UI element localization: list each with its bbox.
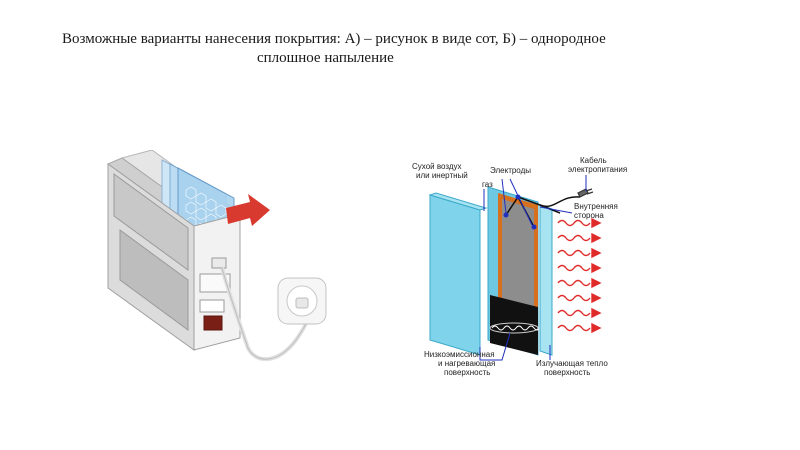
- wall-socket: [277, 277, 327, 325]
- label-dry-air-3: газ: [482, 180, 493, 189]
- label-lowe-3: поверхность: [444, 368, 490, 377]
- outer-glass: [429, 194, 481, 356]
- spacer-block: [490, 295, 538, 355]
- title-line-1: Возможные варианты нанесения покрытия: А…: [62, 31, 606, 47]
- label-electrodes: Электроды: [490, 166, 531, 175]
- coil-element: [489, 322, 541, 334]
- window-profile-illustration: [106, 150, 327, 362]
- title-line-2: сплошное напыление: [257, 50, 394, 66]
- label-lowe-2: и нагревающая: [438, 359, 495, 368]
- label-emit-2: поверхность: [544, 368, 590, 377]
- label-cable-2: электропитания: [568, 165, 627, 174]
- plug-icon: [577, 188, 594, 198]
- label-dry-air-1: Сухой воздух: [412, 162, 462, 171]
- label-dry-air-2: или инертный: [416, 171, 468, 180]
- label-cable-1: Кабель: [580, 156, 607, 165]
- label-emit-1: Излучающая тепло: [536, 359, 608, 368]
- heat-waves: [557, 217, 602, 334]
- cross-section-diagram: Сухой воздух или инертный газ Электроды …: [412, 156, 627, 377]
- label-inner-2: сторона: [574, 211, 604, 220]
- inner-glass-right: [539, 204, 553, 356]
- heat-arrow: [226, 194, 270, 226]
- label-inner-1: Внутренняя: [574, 202, 618, 211]
- label-lowe-1: Низкоэмиссионная: [424, 350, 495, 359]
